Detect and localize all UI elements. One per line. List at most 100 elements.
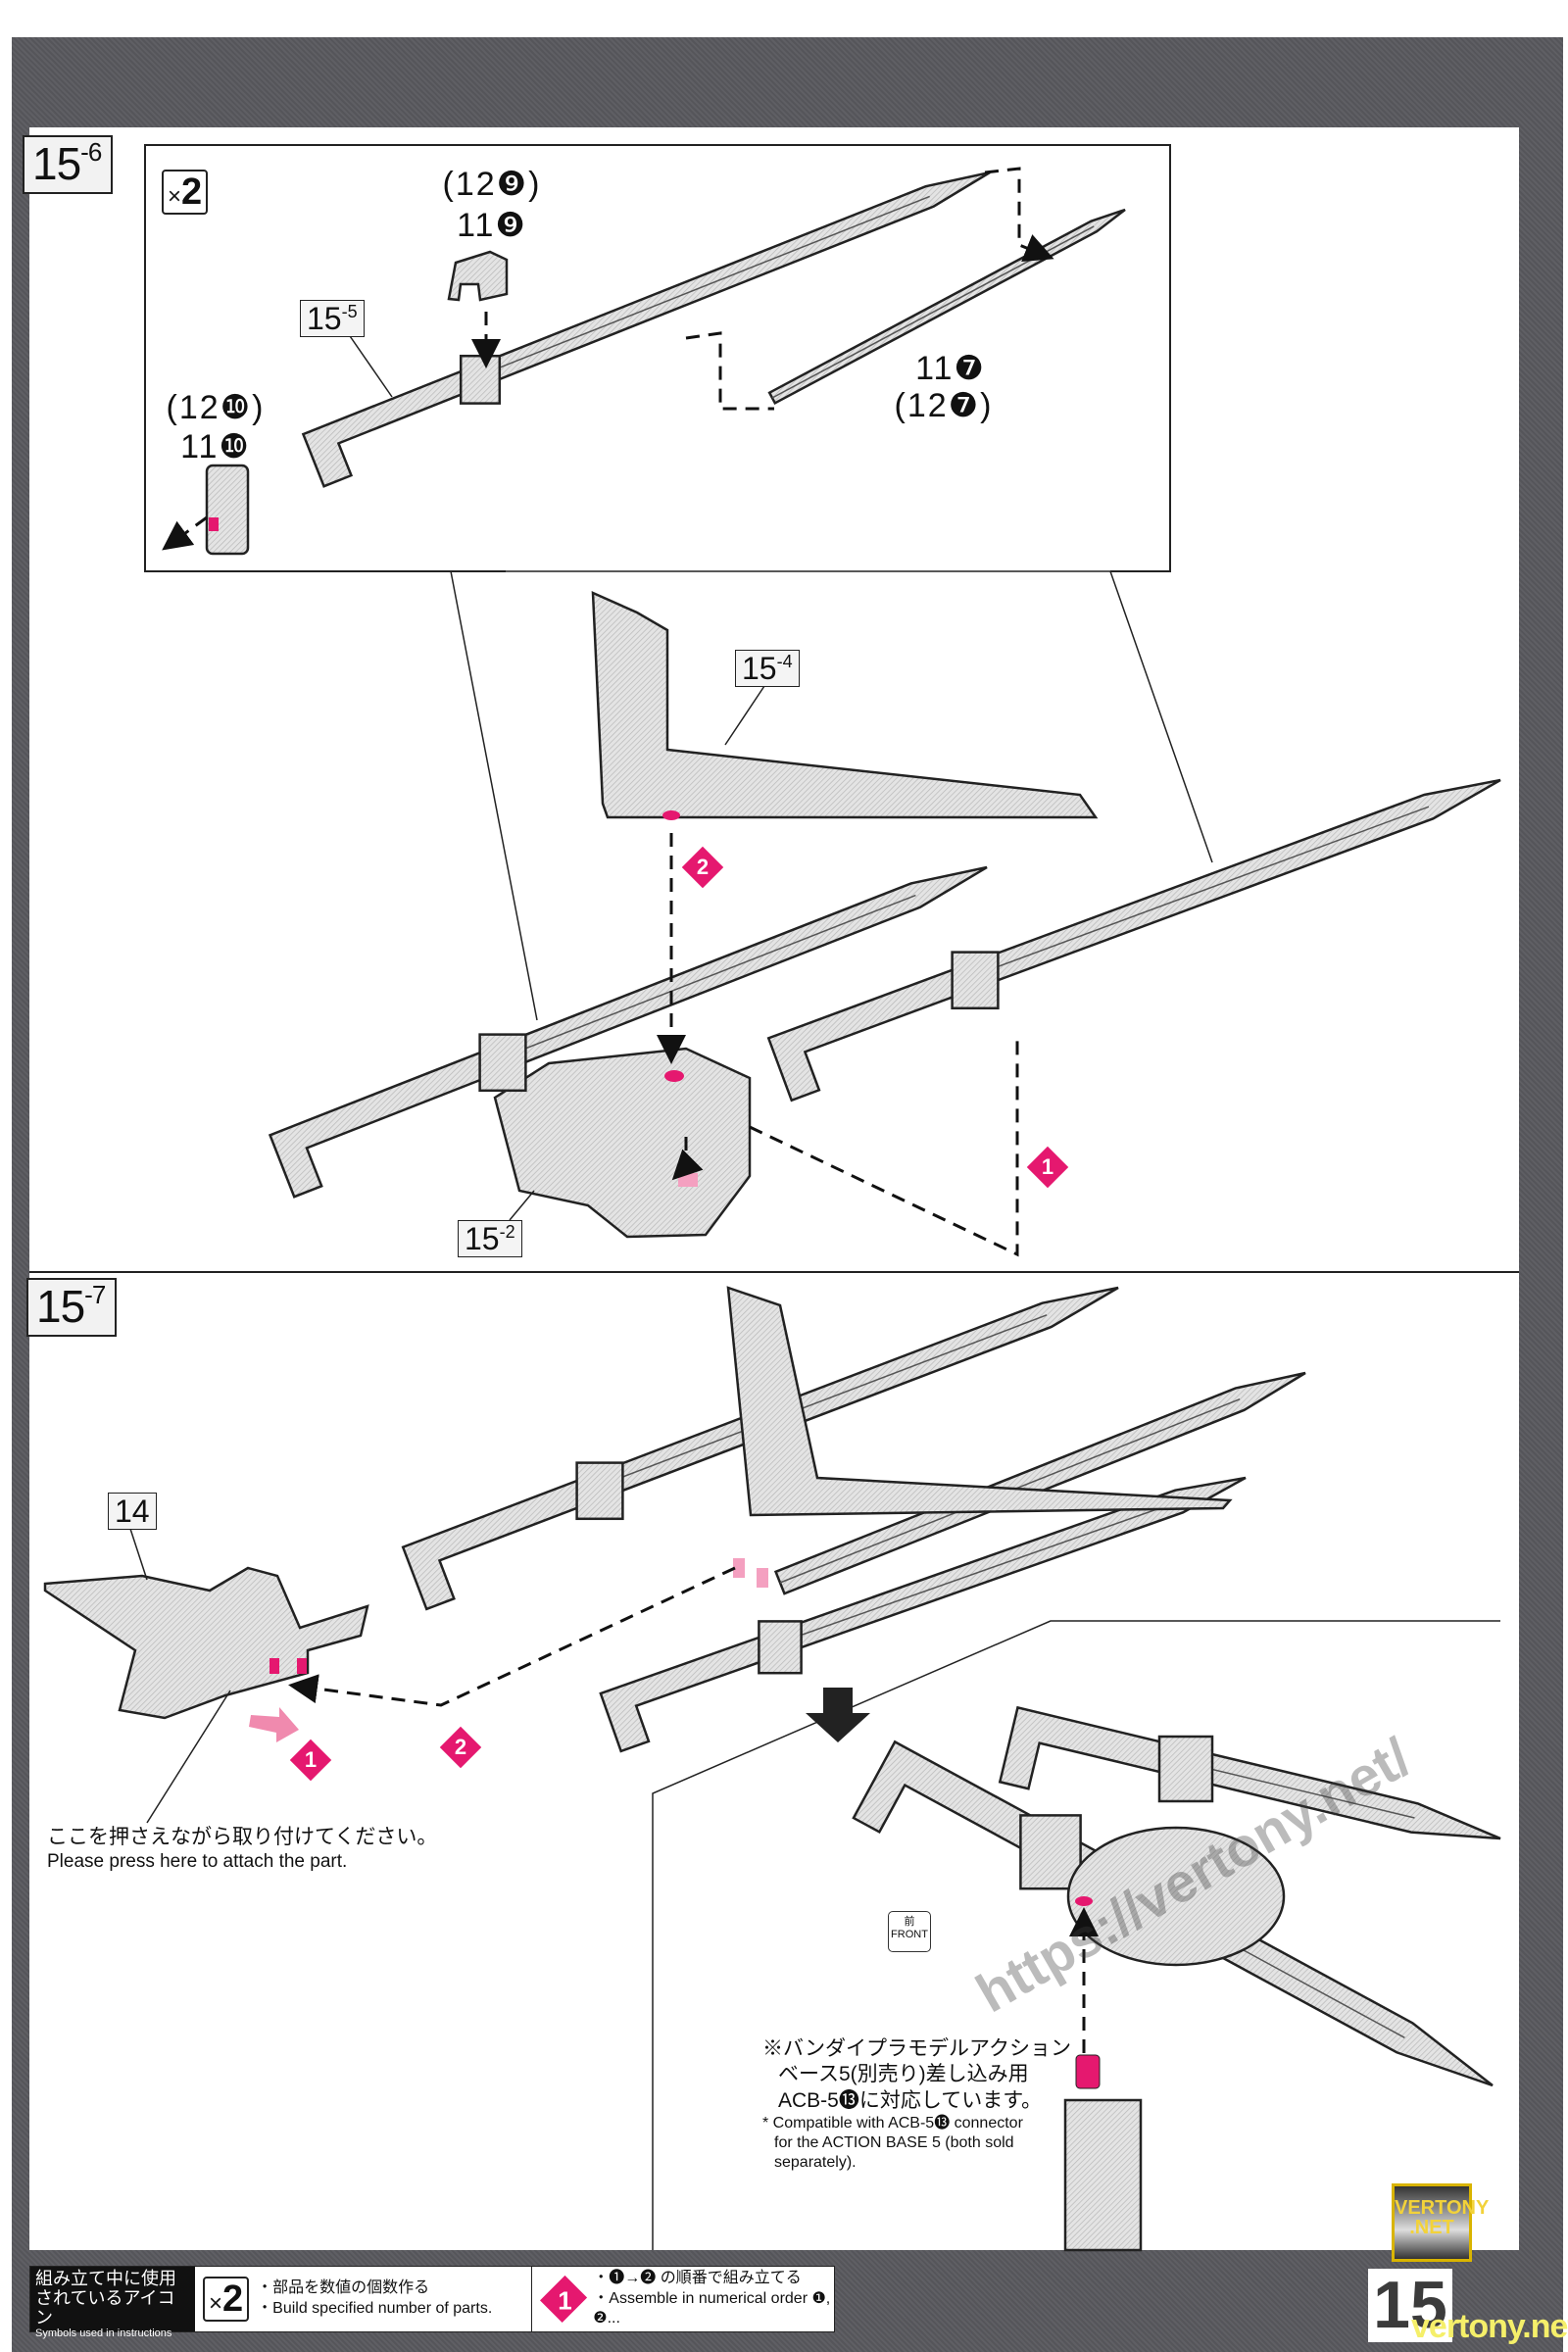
sword-ridge: [599, 1314, 1048, 1487]
order-number: 1: [558, 2285, 572, 2316]
legend-title: 組み立て中に使用されているアイコン Symbols used in instru…: [30, 2267, 195, 2339]
callout-15-2: 15-2: [458, 1220, 522, 1257]
callout-sub: -4: [776, 652, 793, 671]
action-base-stand: [1063, 2098, 1143, 2252]
part-15-2-body: [493, 1047, 752, 1239]
vertony-logo: VERTONY.NET: [1392, 2183, 1489, 2262]
legend-multiplier: ×2 ・部品を数値の個数作る ・Build specified number o…: [195, 2267, 532, 2331]
connector-pink: [678, 1173, 698, 1187]
front-icon-jp: 前: [904, 1916, 915, 1928]
multiplier-prefix: ×: [209, 2290, 223, 2317]
sword-ridge: [502, 894, 916, 1058]
callout-number: 15: [742, 651, 777, 686]
note-jp-line: ベース5(別売り)差し込み用: [778, 2063, 1029, 2086]
sword-blade: [773, 1371, 1306, 1595]
step-number: 15: [36, 1281, 85, 1332]
step-sub-number: -7: [84, 1280, 106, 1309]
connector-pink: [664, 1070, 684, 1082]
push-arrow: [249, 1707, 299, 1742]
callout-number: 15: [307, 301, 342, 336]
watermark-footer: vertony.net: [1411, 2308, 1568, 2345]
step-tab-15-6: 15-6: [23, 135, 114, 194]
multiplier-value: 2: [181, 172, 203, 213]
part-number: 11❿: [180, 428, 251, 466]
sword: [599, 1476, 1247, 1753]
order-number: 1: [1041, 1154, 1054, 1179]
sword-ridge: [974, 806, 1430, 976]
legend-order: 1 ・❶→❷ の順番で組み立てる ・Assemble in numerical …: [532, 2267, 834, 2331]
press-note-jp: ここを押さえながら取り付けてください。: [47, 1826, 438, 1848]
part-number: 11❼: [915, 350, 986, 387]
sword: [998, 1705, 1501, 1840]
front-icon: 前 FRONT: [888, 1911, 931, 1952]
sword-ridge: [779, 1500, 1180, 1643]
inset-leader-line: [450, 570, 538, 1021]
part-14-fighter: [43, 1566, 369, 1720]
legend-multiplier-jp: ・部品を数値の個数作る: [257, 2279, 430, 2297]
sword-guard: [1157, 1735, 1214, 1803]
connector-pink: [662, 810, 680, 820]
sword-ridge: [1185, 1762, 1415, 1819]
callout-15-4: 15-4: [735, 650, 800, 687]
connector-pink: [209, 517, 219, 531]
sword: [268, 865, 988, 1199]
part-number-alt: (12❾): [442, 166, 542, 203]
order-step-1: 1: [1026, 1146, 1069, 1189]
part-15-4-fin: [591, 591, 1099, 819]
detail-inset-box: [144, 144, 1171, 572]
part-number-alt: (12❿): [166, 389, 266, 426]
note-en-line: * Compatible with ACB-5⓭ connector: [762, 2114, 1023, 2132]
press-note: ここを押さえながら取り付けてください。 Please press here to…: [47, 1825, 437, 1874]
sword: [766, 778, 1501, 1102]
sword-guard: [1019, 1814, 1082, 1890]
legend-title-en: Symbols used in instructions: [35, 2328, 172, 2340]
order-number: 2: [696, 855, 710, 879]
sword-ridge: [479, 195, 930, 376]
order-step-2: 2: [681, 846, 724, 889]
note-en-line: for the ACTION BASE 5 (both sold: [774, 2133, 1014, 2151]
callout-number: 15: [465, 1221, 500, 1256]
guide-lines: [162, 167, 1099, 2053]
inset-leader-line: [1109, 570, 1213, 863]
multiplier-badge: ×2: [203, 2277, 250, 2322]
action-base-note: ※バンダイプラモデルアクション ベース5(別売り)差し込み用 ACB-5⓭に対応…: [762, 2036, 1071, 2173]
callout-15-5: 15-5: [300, 300, 365, 337]
sword-guard: [758, 1620, 803, 1675]
connector-pink: [1075, 1896, 1093, 1906]
sword-handle-frame: [401, 1472, 607, 1611]
press-note-en: Please press here to attach the part.: [47, 1851, 348, 1873]
order-icon: 1: [539, 2275, 588, 2324]
sword-handle-frame: [268, 1044, 510, 1199]
part-number-alt: (12❼): [894, 387, 994, 424]
legend-title-jp: 組み立て中に使用されているアイコン: [35, 2269, 176, 2328]
view-change-arrow: [806, 1688, 870, 1742]
legend-order-en: ・Assemble in numerical order ❶, ❷...: [593, 2289, 831, 2328]
symbol-legend: 組み立て中に使用されているアイコン Symbols used in instru…: [29, 2266, 835, 2339]
note-jp-line: ACB-5⓭に対応しています。: [778, 2088, 1043, 2112]
connector-pink: [297, 1658, 307, 1674]
sword-guard: [951, 951, 1000, 1010]
sword-guard: [575, 1461, 624, 1521]
callout-sub: -2: [499, 1222, 515, 1242]
legend-order-jp: ・❶→❷ の順番で組み立てる: [593, 2269, 802, 2286]
multiplier-value: 2: [222, 2278, 244, 2320]
front-icon-en: FRONT: [891, 1929, 928, 1941]
order-step-2: 2: [439, 1726, 482, 1769]
note-en-line: separately).: [774, 2153, 857, 2171]
order-step-1: 1: [289, 1739, 332, 1782]
note-jp-line: ※バンダイプラモデルアクション: [762, 2037, 1071, 2060]
callout-leaders: [129, 332, 765, 1824]
order-number: 2: [454, 1735, 467, 1759]
callout-14: 14: [108, 1493, 157, 1530]
sword: [401, 1286, 1119, 1611]
sword-handle-frame: [599, 1630, 786, 1753]
step-number: 15: [32, 138, 81, 189]
step-sub-number: -6: [80, 137, 102, 167]
connector-pink: [270, 1658, 279, 1674]
order-number: 1: [304, 1747, 318, 1772]
multiplier-prefix: ×: [168, 183, 182, 210]
action-base-connector: [1075, 2054, 1101, 2089]
connector-pink: [733, 1558, 745, 1578]
fin-assembled: [726, 1286, 1233, 1517]
